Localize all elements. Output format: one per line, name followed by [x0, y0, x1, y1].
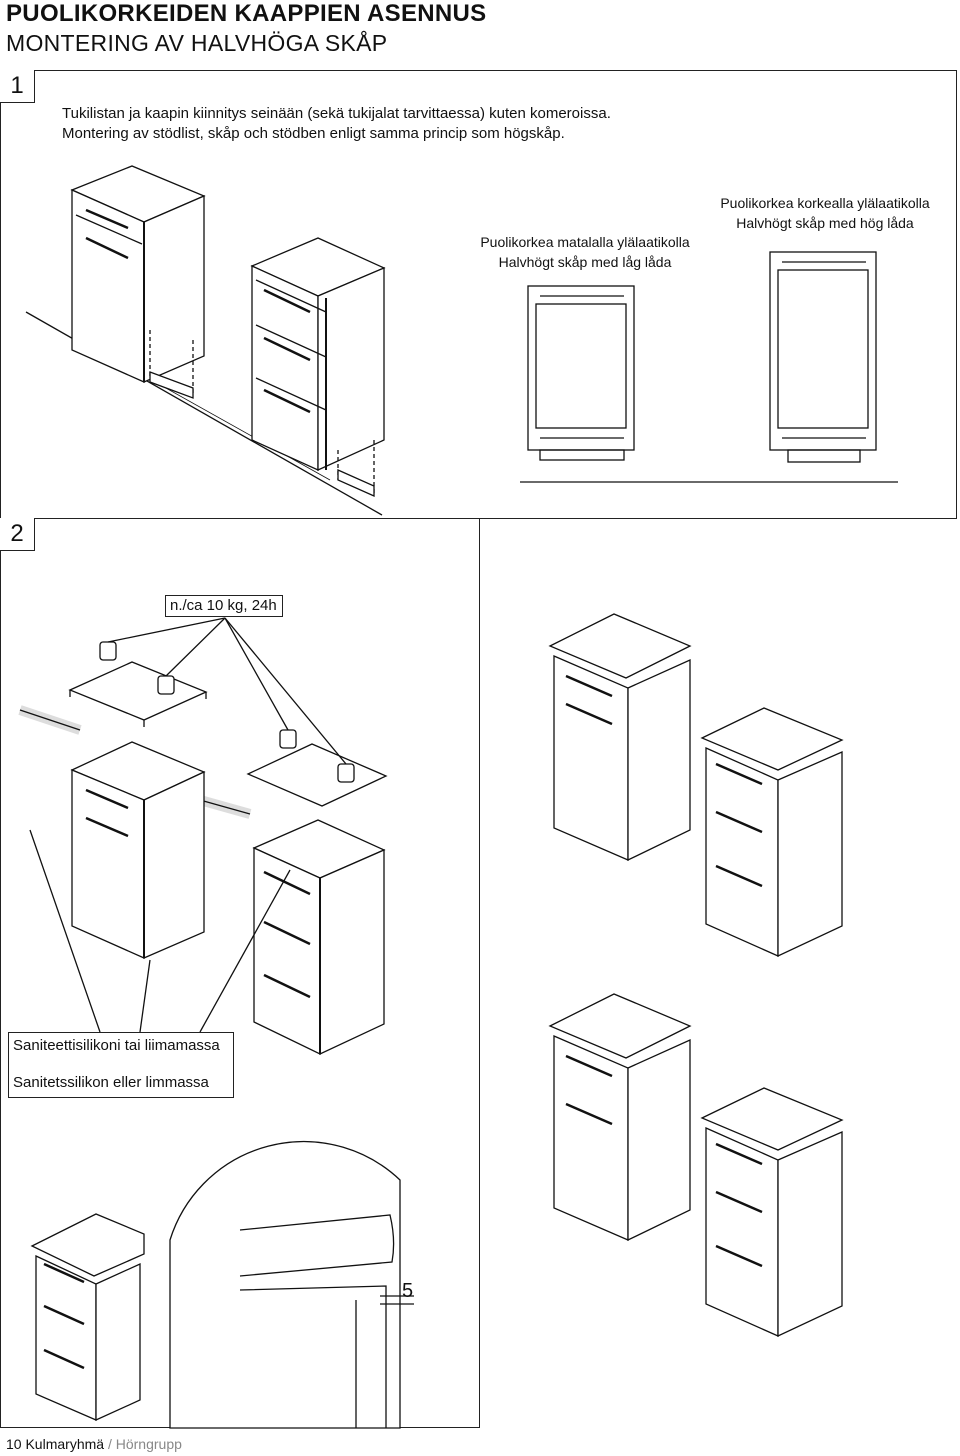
countertop-right	[246, 743, 388, 807]
silicone-label-fi: Saniteettisilikoni tai liimamassa	[13, 1037, 220, 1054]
cabinet-door-type-step1	[70, 165, 206, 399]
silicone-guns	[18, 705, 252, 819]
finished-cabinet-drawer-top	[700, 707, 844, 958]
silicone-pointer	[29, 829, 101, 1033]
low-drawer-caption-sv: Halvhögt skåp med låg låda	[498, 254, 672, 270]
weight-label: n./ca 10 kg, 24h	[165, 595, 283, 617]
high-drawer-caption-sv: Halvhögt skåp med hög låda	[736, 215, 914, 231]
page-number: 10	[6, 1436, 22, 1452]
page-title: PUOLIKORKEIDEN KAAPPIEN ASENNUS	[6, 0, 487, 27]
detail-magnifier	[169, 1140, 414, 1429]
high-drawer-caption-fi: Puolikorkea korkealla ylälaatikolla	[720, 195, 930, 211]
finished-cabinet-drawer-bottom	[700, 1087, 844, 1338]
gap-measure-label: 5	[402, 1280, 414, 1302]
step1-instructions: Tukilistan ja kaapin kiinnitys seinään (…	[62, 104, 611, 144]
footer-separator: /	[104, 1436, 116, 1452]
finished-cabinet-small	[30, 1213, 145, 1422]
finished-cabinet-door-top	[548, 613, 692, 862]
page-subtitle: MONTERING AV HALVHÖGA SKÅP	[6, 30, 388, 56]
low-drawer-caption-fi: Puolikorkea matalalla ylälaatikolla	[480, 234, 690, 250]
countertop-left	[68, 661, 208, 727]
low-drawer-caption: Puolikorkea matalalla ylälaatikolla Halv…	[460, 232, 710, 272]
step1-number: 1	[0, 70, 35, 103]
weights	[99, 617, 355, 783]
footer-brand-sv: Hörngrupp	[115, 1436, 182, 1452]
cabinet-door-type-step2	[70, 741, 206, 960]
cabinet-drawer-type-step2	[252, 819, 386, 1056]
high-drawer-caption: Puolikorkea korkealla ylälaatikolla Halv…	[700, 193, 950, 233]
silicone-label: Saniteettisilikoni tai liimamassa Sanite…	[8, 1032, 234, 1098]
cabinet-drawer-type-step1	[250, 237, 386, 498]
page-footer: 10 Kulmaryhmä / Hörngrupp	[6, 1436, 182, 1452]
step1-text-fi: Tukilistan ja kaapin kiinnitys seinään (…	[62, 105, 611, 122]
step2-number: 2	[0, 518, 35, 551]
step1-text-sv: Montering av stödlist, skåp och stödben …	[62, 125, 565, 142]
elevation-high-drawer	[700, 251, 898, 483]
silicone-label-sv: Sanitetssilikon eller limmassa	[13, 1074, 209, 1091]
footer-brand: Kulmaryhmä	[25, 1436, 105, 1452]
elevation-low-drawer	[520, 285, 700, 483]
finished-cabinet-door-bottom	[548, 993, 692, 1242]
